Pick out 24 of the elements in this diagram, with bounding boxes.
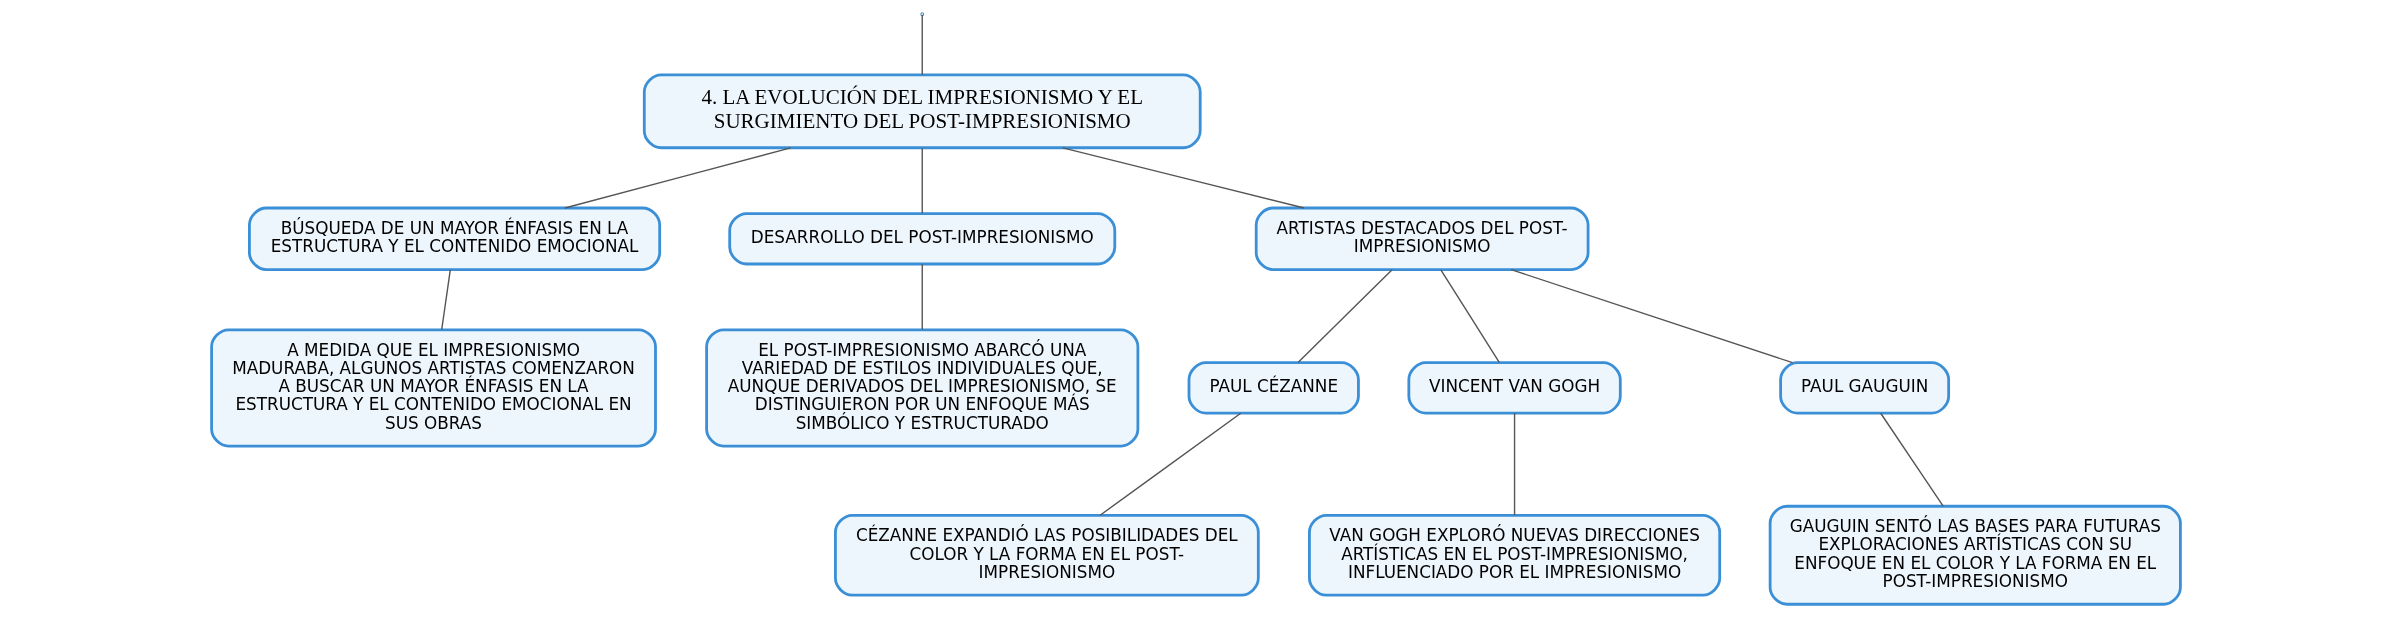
node-box: GAUGUIN SENTÓ LAS BASES PARA FUTURAS EXPLORACIONES ARTÍSTICAS CON SU ENFOQUE EN EL COLOR Y LA FORMA EN EL POST-IMPRESIONISMO [1768,504,2182,606]
connector [1880,412,1944,507]
node-box: CÉZANNE EXPANDIÓ LAS POSIBILIDADES DEL COLOR Y LA FORMA EN EL POST-IMPRESIONISMO [834,513,1260,597]
connector [1513,412,1516,516]
node-box: A MEDIDA QUE EL IMPRESIONISMO MADURABA, ALGUNOS ARTISTAS COMENZARON A BUSCAR UN MAYOR ÉNFASIS EN LA ESTRUCTURA Y EL CONTENIDO EMOCIONAL EN SUS OBRAS [210,328,657,448]
node-box: EL POST-IMPRESIONISMO ABARCÓ UNA VARIEDAD DE ESTILOS INDIVIDUALES QUE, AUNQUE DERIVADOS DEL IMPRESIONISMO, SE DISTINGUIERON POR UN ENFOQUE MÁS SIMBÓLICO Y ESTRUCTURADO [705,328,1140,448]
node-box: DESARROLLO DEL POST-IMPRESIONISMO [728,212,1117,266]
node-box: 4. LA EVOLUCIÓN DEL IMPRESIONISMO Y EL SURGIMIENTO DEL POST-IMPRESIONISMO [642,73,1202,150]
connector [1510,268,1794,364]
connector [441,269,451,331]
node-box: BÚSQUEDA DE UN MAYOR ÉNFASIS EN LA ESTRUCTURA Y EL CONTENIDO EMOCIONAL [248,206,662,271]
connector [1062,147,1305,209]
node-box: ARTISTAS DESTACADOS DEL POST-IMPRESIONISMO [1254,206,1590,271]
connector [1440,269,1500,363]
connector [921,263,923,331]
connector [921,147,923,215]
connector [564,147,792,209]
node-box: VINCENT VAN GOGH [1407,361,1622,415]
node-box: VAN GOGH EXPLORÓ NUEVAS DIRECCIONES ARTÍSTICAS EN EL POST-IMPRESIONISMO, INFLUENCIADO POR EL IMPRESIONISMO [1308,513,1722,597]
node-box: PAUL CÉZANNE [1187,361,1360,415]
connector [1099,412,1242,516]
node-box: PAUL GAUGUIN [1779,361,1951,415]
connector [1297,269,1393,363]
connector [921,14,923,76]
